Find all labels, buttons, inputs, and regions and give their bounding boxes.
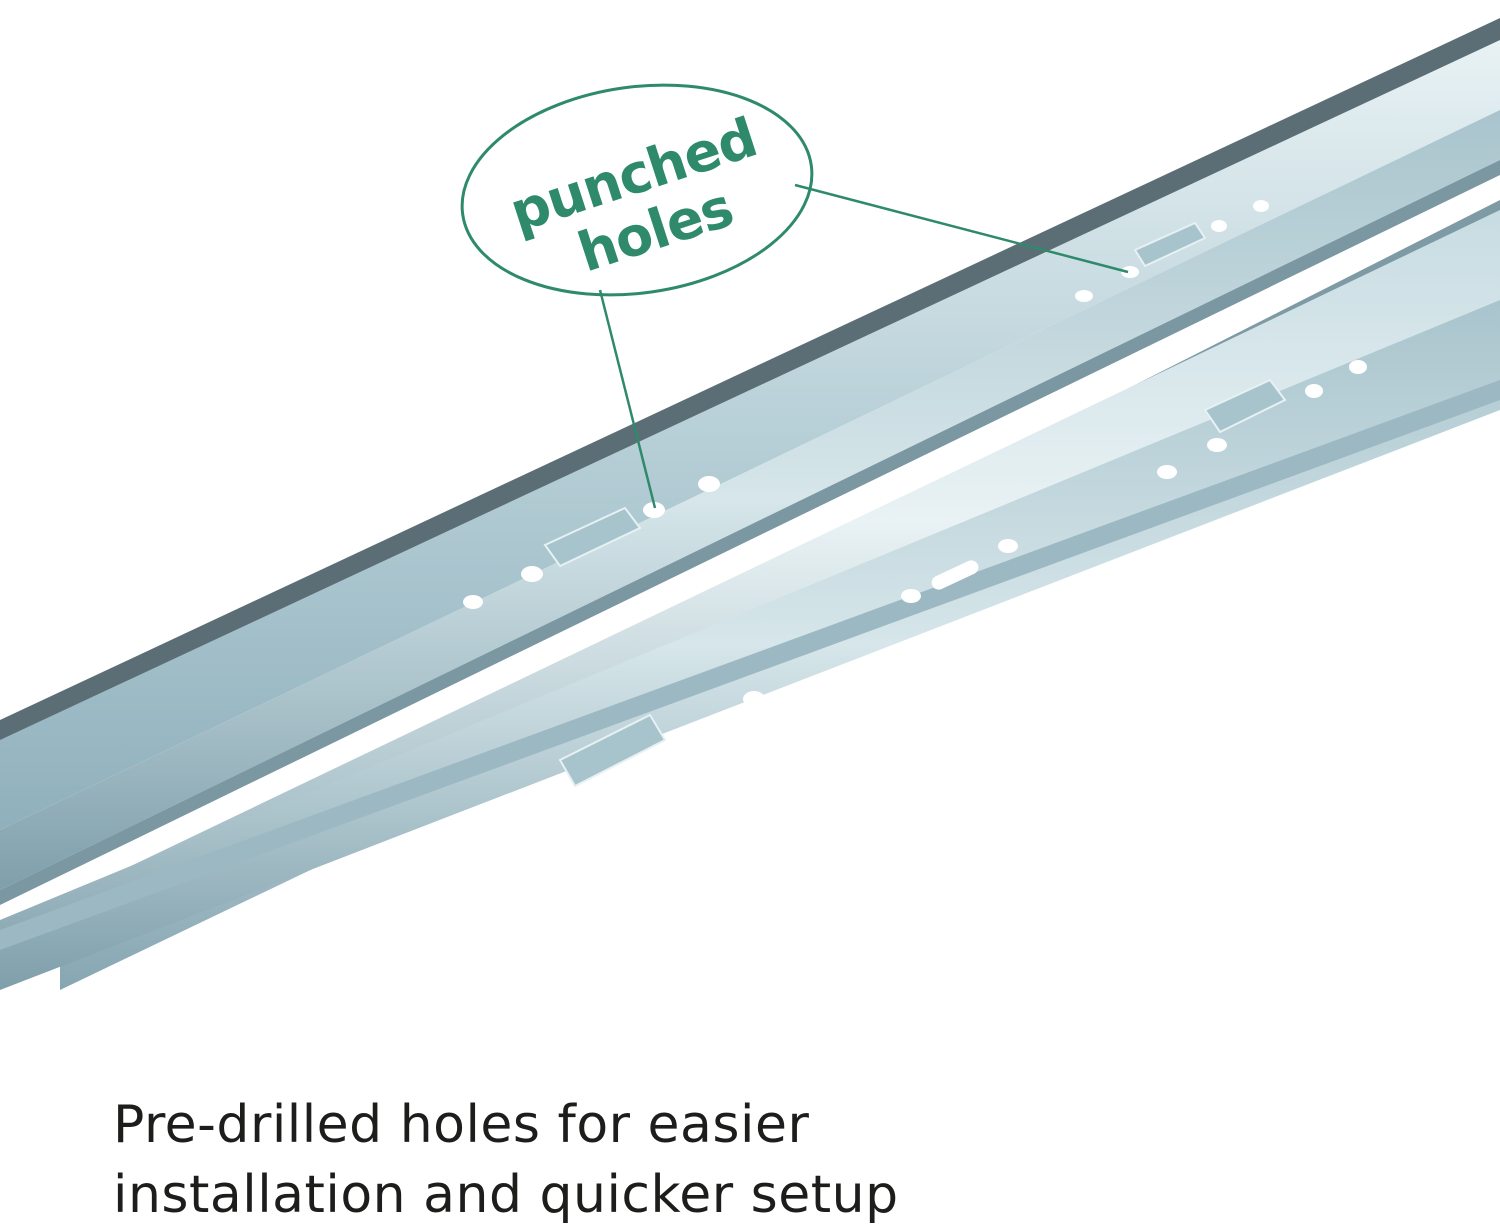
upper-rail: [0, 18, 1500, 905]
steel-rails-photo: punched holes: [0, 18, 1500, 990]
oval-callout: [460, 83, 814, 297]
leader-line: [598, 289, 657, 509]
lower-rail: [0, 200, 1500, 990]
caption-line1: Pre-drilled holes for easier: [113, 1095, 810, 1155]
caption-line2: installation and quicker setup: [113, 1165, 899, 1225]
leader-line: [794, 183, 1129, 274]
caption: Pre-drilled holes for easier installatio…: [113, 1090, 1413, 1230]
